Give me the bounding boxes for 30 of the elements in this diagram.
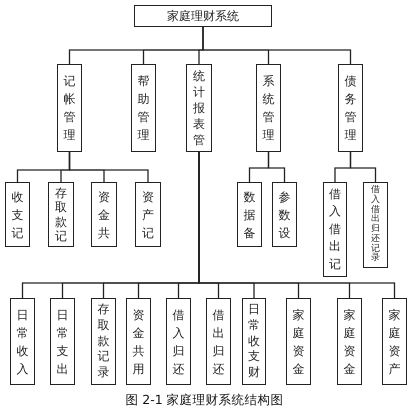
module-box: 统计报表管 xyxy=(186,64,212,152)
module-box: 日常收入 xyxy=(10,298,35,385)
module-box: 系统管理 xyxy=(256,64,281,152)
module-box: 存取款记录 xyxy=(91,298,116,385)
module-box: 日常收支财 xyxy=(242,298,266,385)
connector-line xyxy=(268,152,286,182)
caption: 图 2-1 家庭理财系统结构图 xyxy=(125,392,284,407)
module-box: 参数设 xyxy=(272,182,297,247)
module-box: 债务管理 xyxy=(338,64,363,152)
module-box: 家庭资产 xyxy=(382,298,407,385)
module-box: 借入归还 xyxy=(166,298,191,385)
module-box: 帮助管理 xyxy=(131,64,156,152)
connector-line xyxy=(198,152,396,298)
module-box: 资金共用 xyxy=(126,298,151,385)
module-box: 记帐管理 xyxy=(57,64,82,152)
module-box: 家庭资金 xyxy=(337,298,362,385)
connector-line xyxy=(68,152,149,182)
module-box: 资产记 xyxy=(135,182,161,247)
module-box: 日常支出 xyxy=(50,298,75,385)
connector-line xyxy=(350,152,376,182)
root-box: 家庭理财系统 xyxy=(134,5,272,27)
module-box: 数据备 xyxy=(237,182,262,247)
module-box: 存取款记 xyxy=(48,182,74,247)
module-box: 资金共 xyxy=(91,182,117,247)
module-box: 收支记 xyxy=(5,182,30,247)
module-box: 家庭资金 xyxy=(286,298,311,385)
module-box: 借入借出记 xyxy=(323,182,347,277)
module-box: 借出归还 xyxy=(206,298,231,385)
module-box: 借入借出归还记录 xyxy=(363,182,388,268)
connector-line xyxy=(202,27,352,64)
